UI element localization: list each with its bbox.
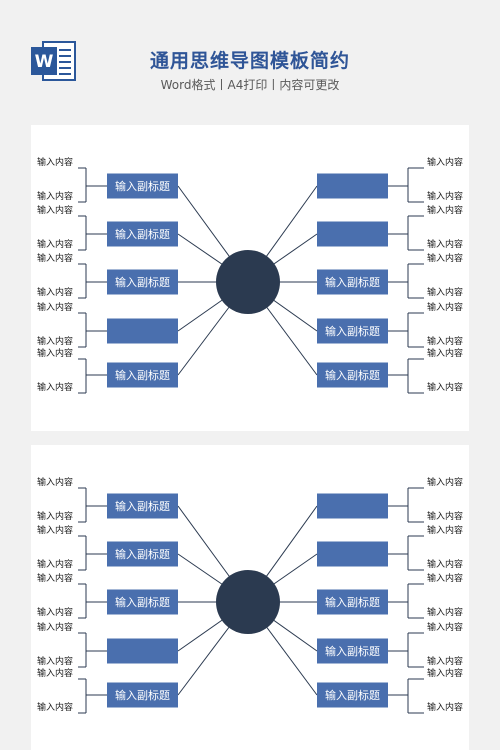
subtitle-box-label: 输入副标题 <box>325 368 380 382</box>
subtitle-box-label: 输入副标题 <box>115 688 170 702</box>
subtitle-box-label: 输入副标题 <box>115 227 170 241</box>
subtitle-box <box>107 493 178 519</box>
mindmap-svg: 输入副标题输入内容输入内容输入副标题输入内容输入内容输入副标题输入内容输入内容输… <box>37 156 463 394</box>
leaf-label: 输入内容 <box>37 558 73 570</box>
subtitle-box <box>317 589 388 615</box>
leaf-label: 输入内容 <box>427 667 463 679</box>
subtitle-box <box>317 269 388 295</box>
leaf-label: 输入内容 <box>37 667 73 679</box>
subtitle-box <box>317 541 388 567</box>
leaf-label: 输入内容 <box>427 156 463 168</box>
subtitle-box <box>107 173 178 199</box>
subtitle-box <box>317 638 388 664</box>
leaf-label: 输入内容 <box>427 510 463 522</box>
leaf-label: 输入内容 <box>37 381 73 393</box>
leaf-label: 输入内容 <box>427 572 463 584</box>
leaf-label: 输入内容 <box>427 381 463 393</box>
leaf-label: 输入内容 <box>37 252 73 264</box>
leaf-label: 输入内容 <box>427 238 463 250</box>
leaf-label: 输入内容 <box>427 476 463 488</box>
page-subtitle: Word格式丨A4打印丨内容可更改 <box>160 78 340 92</box>
subtitle-box-label: 输入副标题 <box>325 688 380 702</box>
subtitle-box-label: 输入副标题 <box>115 368 170 382</box>
leaf-label: 输入内容 <box>427 286 463 298</box>
central-node <box>216 570 280 634</box>
subtitle-box <box>107 269 178 295</box>
central-node <box>216 250 280 314</box>
leaf-label: 输入内容 <box>427 621 463 633</box>
mindmap-panel-1: 输入副标题输入内容输入内容输入副标题输入内容输入内容输入副标题输入内容输入内容输… <box>31 125 469 431</box>
leaf-label: 输入内容 <box>37 286 73 298</box>
subtitle-box <box>107 362 178 388</box>
leaf-label: 输入内容 <box>427 301 463 313</box>
subtitle-box <box>317 493 388 519</box>
leaf-label: 输入内容 <box>427 335 463 347</box>
subtitle-box-label: 输入副标题 <box>115 547 170 561</box>
page-header: W 通用思维导图模板简约 Word格式丨A4打印丨内容可更改 <box>0 0 500 110</box>
leaf-label: 输入内容 <box>37 476 73 488</box>
subtitle-box-label: 输入副标题 <box>325 595 380 609</box>
leaf-label: 输入内容 <box>37 621 73 633</box>
subtitle-box-label: 输入副标题 <box>115 499 170 513</box>
subtitle-box <box>107 638 178 664</box>
leaf-label: 输入内容 <box>427 701 463 713</box>
leaf-label: 输入内容 <box>427 558 463 570</box>
subtitle-box-label: 输入副标题 <box>115 595 170 609</box>
leaf-label: 输入内容 <box>37 606 73 618</box>
subtitle-box <box>317 362 388 388</box>
subtitle-box <box>107 318 178 344</box>
word-doc-icon: W <box>31 41 76 81</box>
subtitle-box-label: 输入副标题 <box>325 644 380 658</box>
subtitle-box <box>317 221 388 247</box>
leaf-label: 输入内容 <box>427 347 463 359</box>
leaf-label: 输入内容 <box>37 301 73 313</box>
leaf-label: 输入内容 <box>427 606 463 618</box>
mindmap-panel-2: 输入副标题输入内容输入内容输入副标题输入内容输入内容输入副标题输入内容输入内容输… <box>31 445 469 750</box>
page-title: 通用思维导图模板简约 <box>149 50 350 72</box>
leaf-label: 输入内容 <box>37 572 73 584</box>
leaf-label: 输入内容 <box>37 655 73 667</box>
subtitle-box-label: 输入副标题 <box>115 179 170 193</box>
leaf-label: 输入内容 <box>427 204 463 216</box>
subtitle-box <box>317 318 388 344</box>
mindmap-svg: 输入副标题输入内容输入内容输入副标题输入内容输入内容输入副标题输入内容输入内容输… <box>37 476 463 714</box>
leaf-label: 输入内容 <box>37 204 73 216</box>
leaf-label: 输入内容 <box>37 238 73 250</box>
subtitle-box <box>107 589 178 615</box>
leaf-label: 输入内容 <box>37 524 73 536</box>
subtitle-box-label: 输入副标题 <box>325 275 380 289</box>
leaf-label: 输入内容 <box>37 335 73 347</box>
leaf-label: 输入内容 <box>37 701 73 713</box>
leaf-label: 输入内容 <box>427 524 463 536</box>
leaf-label: 输入内容 <box>37 347 73 359</box>
subtitle-box <box>317 682 388 708</box>
leaf-label: 输入内容 <box>37 190 73 202</box>
leaf-label: 输入内容 <box>427 655 463 667</box>
subtitle-box-label: 输入副标题 <box>115 275 170 289</box>
leaf-label: 输入内容 <box>427 252 463 264</box>
subtitle-box-label: 输入副标题 <box>325 324 380 338</box>
leaf-label: 输入内容 <box>37 156 73 168</box>
subtitle-box <box>317 173 388 199</box>
leaf-label: 输入内容 <box>37 510 73 522</box>
subtitle-box <box>107 682 178 708</box>
subtitle-box <box>107 221 178 247</box>
subtitle-box <box>107 541 178 567</box>
svg-text:W: W <box>35 52 54 72</box>
leaf-label: 输入内容 <box>427 190 463 202</box>
